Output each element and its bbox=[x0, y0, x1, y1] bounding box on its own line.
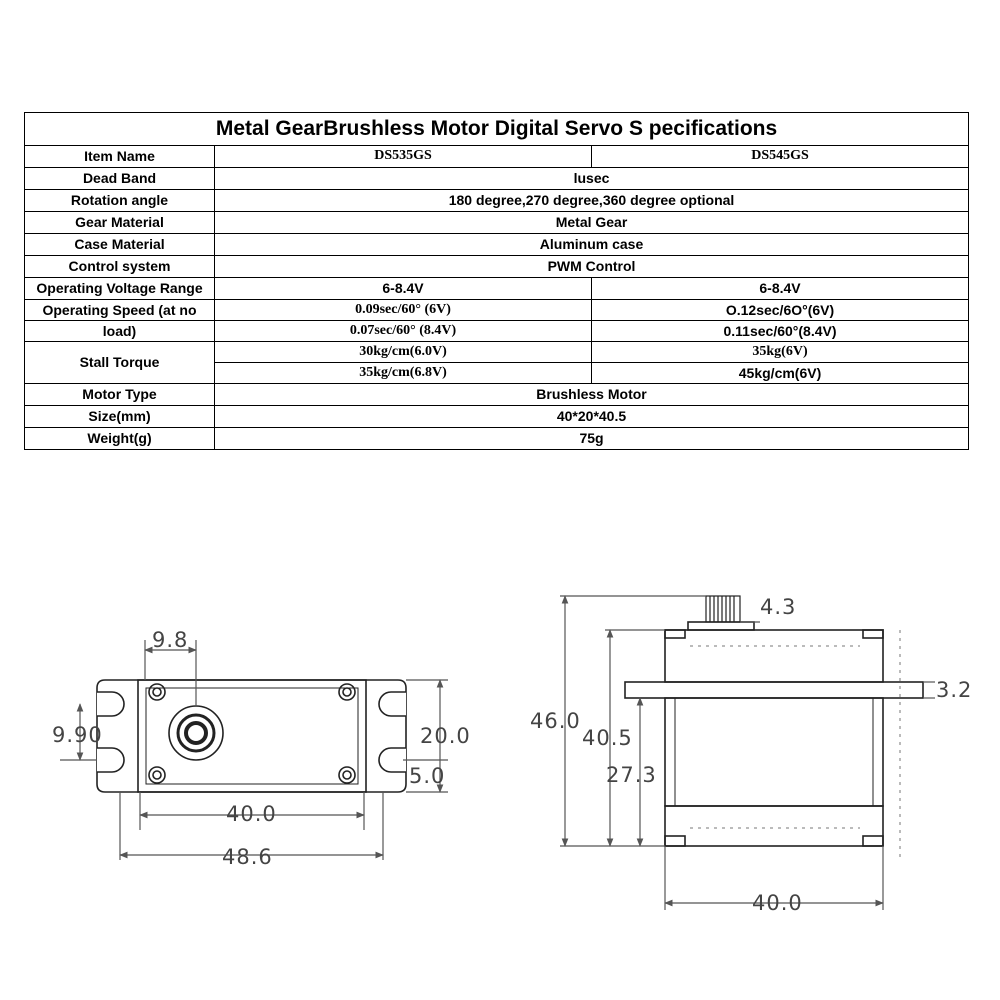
dim-40-5: 40.5 bbox=[582, 726, 633, 750]
voltage-ds545gs: 6-8.4V bbox=[590, 276, 970, 300]
voltage-ds535gs: 6-8.4V bbox=[214, 276, 592, 300]
weight-value: 75g bbox=[213, 426, 970, 451]
speed-ds535gs-8v: 0.07sec/60° (8.4V) bbox=[214, 319, 592, 342]
row-label-voltage: Operating Voltage Range bbox=[24, 276, 215, 300]
spec-title: Metal GearBrushless Motor Digital Servo … bbox=[23, 112, 970, 146]
table-row: Gear Material Metal Gear bbox=[24, 210, 970, 234]
row-label-control: Control system bbox=[24, 254, 215, 278]
slot-right-top bbox=[378, 691, 406, 717]
table-row: Item Name DS535GS DS545GS bbox=[24, 144, 970, 168]
slot-right-bottom bbox=[378, 747, 406, 773]
torque-ds545gs-6v: 35kg(6V) bbox=[590, 340, 970, 363]
mounting-flange bbox=[624, 681, 924, 699]
flange-outline bbox=[96, 679, 407, 793]
gear-value: Metal Gear bbox=[213, 210, 970, 234]
spline-gear-icon bbox=[705, 595, 741, 623]
table-row: Operating Speed (at no 0.09sec/60° (6V) … bbox=[24, 298, 970, 321]
output-shaft-icon bbox=[168, 705, 224, 761]
dim-27-3: 27.3 bbox=[606, 763, 657, 787]
dim-40-0-side: 40.0 bbox=[752, 891, 803, 915]
dim-4-3: 4.3 bbox=[760, 595, 796, 619]
top-view-drawing bbox=[60, 640, 448, 860]
row-label-weight: Weight(g) bbox=[24, 426, 215, 451]
dim-20-0: 20.0 bbox=[420, 724, 471, 748]
dim-9-90: 9.90 bbox=[52, 723, 103, 747]
slot-left-bottom bbox=[97, 747, 125, 773]
table-row: Rotation angle 180 degree,270 degree,360… bbox=[24, 188, 970, 212]
table-row: Case Material Aluminum case bbox=[24, 232, 970, 256]
case-body bbox=[137, 679, 367, 793]
dim-9-8: 9.8 bbox=[152, 628, 188, 652]
table-row: Dead Band lusec bbox=[24, 166, 970, 190]
row-label-rotation: Rotation angle bbox=[24, 188, 215, 212]
dim-48-6: 48.6 bbox=[222, 845, 273, 869]
spec-table: Metal GearBrushless Motor Digital Servo … bbox=[23, 112, 970, 451]
screw-icon bbox=[148, 683, 356, 784]
dim-40-0-top: 40.0 bbox=[226, 802, 277, 826]
row-label-speed-1: Operating Speed (at no bbox=[24, 298, 215, 321]
dim-5-0: 5.0 bbox=[409, 764, 445, 788]
dim-46-0: 46.0 bbox=[530, 709, 581, 733]
table-row: Control system PWM Control bbox=[24, 254, 970, 278]
row-label-dead-band: Dead Band bbox=[24, 166, 215, 190]
title-row: Metal GearBrushless Motor Digital Servo … bbox=[23, 112, 970, 146]
slot-left-top bbox=[97, 691, 125, 717]
table-row: Weight(g) 75g bbox=[24, 426, 970, 451]
case-value: Aluminum case bbox=[213, 232, 970, 256]
row-label-case: Case Material bbox=[24, 232, 215, 256]
model-ds545gs: DS545GS bbox=[590, 144, 970, 168]
dead-band-value: lusec bbox=[213, 166, 970, 190]
middle-body bbox=[664, 697, 884, 807]
table-row: Operating Voltage Range 6-8.4V 6-8.4V bbox=[24, 276, 970, 300]
table-row: Stall Torque 30kg/cm(6.0V) 35kg(6V) bbox=[24, 340, 970, 384]
top-cap bbox=[664, 629, 884, 683]
dim-3-2: 3.2 bbox=[936, 678, 972, 702]
row-label-gear: Gear Material bbox=[24, 210, 215, 234]
side-view-drawing bbox=[560, 595, 935, 910]
row-label-item-name: Item Name bbox=[24, 144, 215, 168]
row-label-torque: Stall Torque bbox=[24, 340, 215, 384]
bottom-cap bbox=[664, 805, 884, 847]
rotation-value: 180 degree,270 degree,360 degree optiona… bbox=[213, 188, 970, 212]
